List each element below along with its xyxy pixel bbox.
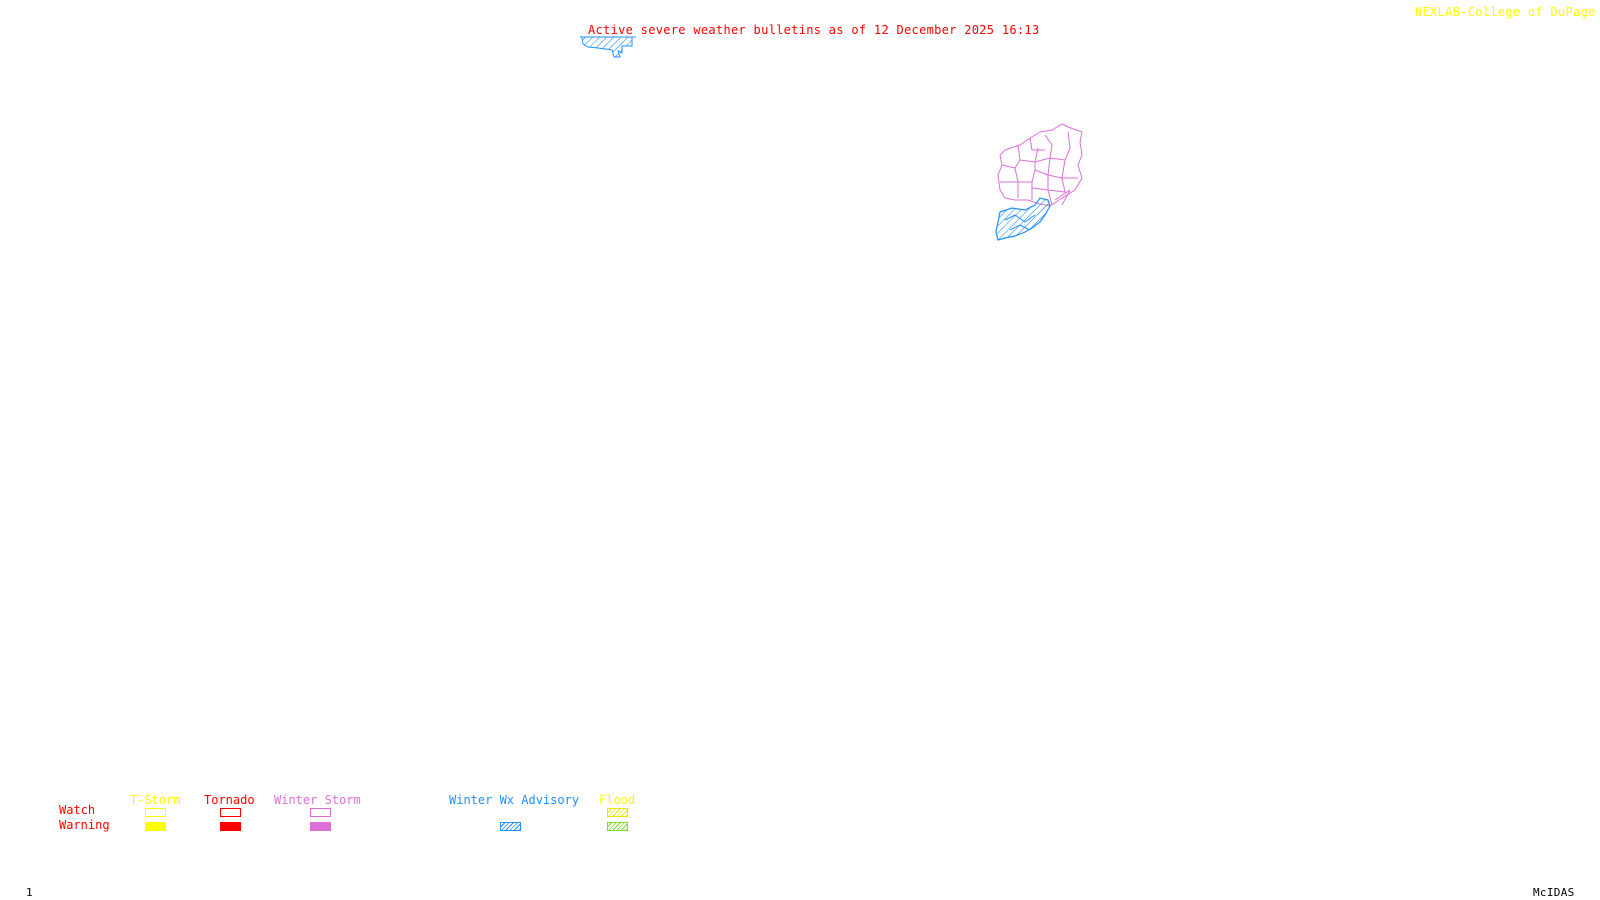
page-title: Active severe weather bulletins as of 12… <box>588 23 1040 37</box>
tornado-watch-swatch <box>220 808 241 817</box>
flood-warning-swatch <box>607 822 628 831</box>
winter-storm-warning-swatch <box>310 822 331 831</box>
legend-label-winter-wx-advisory: Winter Wx Advisory <box>449 793 580 807</box>
legend-label-winter-storm: Winter Storm <box>274 793 361 807</box>
credit-text: NEXLAB-College of DuPage <box>1415 5 1596 19</box>
winter-storm-area <box>997 123 1083 207</box>
advisory-area-southeast <box>995 197 1051 241</box>
frame-number: 1 <box>26 886 33 899</box>
software-label: McIDAS <box>1533 886 1575 899</box>
tstorm-watch-swatch <box>145 808 166 817</box>
winter-wx-advisory-swatch <box>500 822 521 831</box>
legend-label-tornado: Tornado <box>204 793 255 807</box>
credit-label: NEXLAB-College of DuPage ⇲ <box>1415 5 1600 19</box>
tstorm-warning-swatch <box>145 822 166 831</box>
advisory-area-top <box>580 36 636 58</box>
legend-row-warning: Warning <box>59 818 110 832</box>
winter-storm-watch-swatch <box>310 808 331 817</box>
tornado-warning-swatch <box>220 822 241 831</box>
legend-label-tstorm: T-Storm <box>130 793 181 807</box>
legend-row-watch: Watch <box>59 803 96 817</box>
legend-label-flood: Flood <box>599 793 636 807</box>
flood-watch-swatch <box>607 808 628 817</box>
